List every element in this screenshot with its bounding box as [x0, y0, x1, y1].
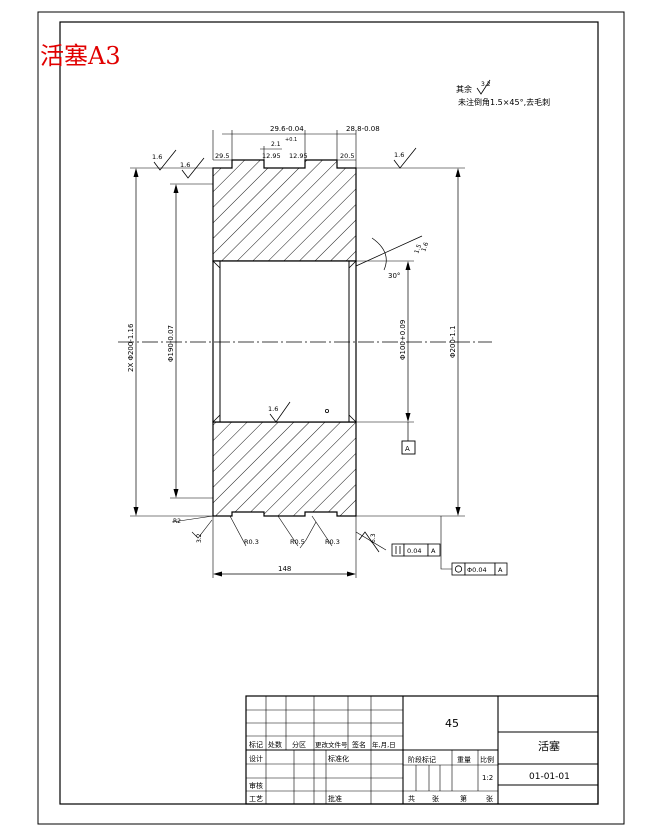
roughness-4: 1.6 — [268, 405, 278, 413]
datum-box — [401, 440, 416, 455]
outer-border — [37, 11, 625, 825]
dim-top-left-width: 29.6-0.04 — [270, 125, 304, 133]
tb-header-zone: 分区 — [292, 740, 306, 749]
parallelism-value: 0.04 — [407, 547, 421, 555]
tb-scale-label: 比例 — [480, 755, 494, 764]
tb-sheets-unit: 张 — [432, 794, 439, 803]
tb-header-doc: 更改文件号 — [315, 740, 348, 749]
roughness-3: 1.6 — [394, 151, 404, 159]
piston-section — [212, 159, 357, 517]
vertical-dimension-lines — [135, 170, 459, 514]
runout-frame — [451, 562, 508, 576]
tb-stage-mark: 阶段标记 — [408, 755, 436, 764]
roughness-6: 3.2 — [196, 533, 203, 543]
dim-angle: 30° — [388, 272, 400, 280]
top-dimension-lines — [213, 133, 356, 161]
drawing-title: 活塞A3 — [40, 42, 121, 70]
tb-weight: 重量 — [457, 756, 471, 764]
roughness-2: 1.6 — [180, 161, 190, 169]
rest-roughness-value: 3.2 — [481, 81, 491, 88]
dim-top-right-width: 28.8-0.08 — [346, 125, 380, 133]
dim-outer-right: Φ200-1.1 — [449, 325, 457, 358]
dim-seg-b: 12.95 — [262, 152, 281, 160]
roughness-5: 1.6 — [420, 241, 430, 253]
dim-groove-diameter: Φ190-0.07 — [167, 325, 175, 362]
parallelism-ref: A — [431, 547, 436, 555]
tb-sheets-total: 共 — [408, 794, 415, 803]
datum-label: A — [405, 445, 410, 453]
tb-material: 45 — [445, 717, 459, 730]
dim-top-small-tol: +0.1 — [285, 137, 297, 143]
rest-roughness-label: 其余 — [456, 84, 472, 94]
dim-seg-c: 12.95 — [289, 152, 308, 160]
tb-header-mark: 标记 — [249, 740, 263, 749]
roughness-symbol — [476, 79, 491, 95]
runout-ref: A — [498, 566, 503, 574]
dim-seg-a: 29.5 — [215, 152, 229, 160]
parallelism-frame — [391, 543, 441, 557]
dim-radius-2: R0.5 — [290, 538, 305, 546]
extension-lines — [130, 130, 465, 578]
tb-row-approve: 批准 — [328, 794, 342, 803]
bottom-leaders — [171, 515, 333, 549]
runout-value: Φ0.04 — [467, 566, 487, 574]
chamfer-note: 未注倒角1.5×45°,去毛刺 — [458, 97, 550, 107]
roughness-1: 1.6 — [152, 153, 162, 161]
roughness-7: 6.3 — [370, 533, 377, 543]
dim-radius-3: R0.3 — [325, 538, 340, 546]
dim-outer-left: 2X Φ200-1.16 — [127, 323, 135, 372]
dim-chamfer: 1.5 — [413, 243, 423, 255]
tb-row-standard: 标准化 — [328, 754, 349, 763]
dim-seg-d: 20.5 — [340, 152, 354, 160]
tb-scale: 1:2 — [482, 774, 493, 782]
roughness-symbols — [153, 147, 417, 553]
tb-header-date: 年,月,日 — [372, 740, 396, 749]
title-block — [245, 695, 599, 805]
tb-row-review: 审核 — [249, 781, 263, 790]
tb-drawing-number: 01-01-01 — [529, 772, 570, 782]
tb-sheet-unit: 张 — [486, 794, 493, 803]
dim-radius-1: R0.3 — [244, 538, 259, 546]
dim-bore-diameter: Φ100+0.09 — [399, 320, 407, 360]
tb-sheet-no: 第 — [460, 794, 467, 803]
tb-part-name: 活塞 — [538, 739, 560, 753]
angle-arc — [371, 237, 387, 271]
tb-header-sign: 签名 — [352, 740, 366, 749]
dim-overall-width: 148 — [278, 565, 291, 573]
tb-header-count: 处数 — [268, 740, 282, 749]
dim-top-small: 2.1 — [271, 141, 281, 148]
tb-row-design: 设计 — [249, 754, 263, 763]
tb-row-process: 工艺 — [249, 795, 263, 803]
dim-radius-left: R2 — [173, 518, 181, 525]
